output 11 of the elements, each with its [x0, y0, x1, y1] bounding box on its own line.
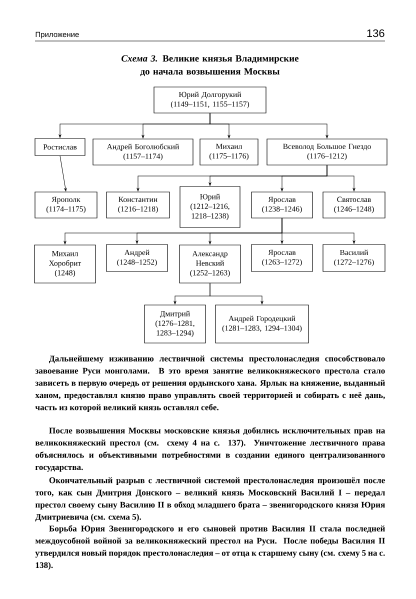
- paragraph: Дальнейшему изживанию лествичной системы престолонаследия способствовало завоевание Руси монголами. В это время занятие великокняжеского престола стало зависеть в первую очередь от решения ордынского хана. Ярлык на княжение, выданный ханом, предоставлял князю право управлять своей территорией и собирать с неё дань, часть из которой великий князь оставлял себе.: [35, 355, 385, 412]
- arrow: [210, 113, 328, 138]
- paragraph: Окончательный разрыв с лествичной системой престолонаследия произошёл после того, как сын Дмитрия Донского – великий князь Московский Василий I – передал престол своему сыну Василию II в обход младшего брата – звенигородского князя Юрия Дмитриевича (см. схема 5).: [35, 477, 385, 522]
- arrow: [326, 165, 356, 192]
- arrow: [60, 156, 67, 192]
- page-number: 136: [367, 29, 384, 38]
- arrow: [282, 218, 356, 244]
- arrow: [210, 283, 264, 304]
- paragraph: Борьба Юрия Звенигородского и его сыновей против Василия II стала последней междоусобной войной за великокняжеский престол на Руси. После победы Василия II утвердился новый порядок престолонаследия – от отца к старшему сыну (см. схему 5 на с. 138).: [35, 525, 385, 570]
- paragraph: После возвышения Москвы московские князья добились исключительных прав на великокняжеский престол (см. схему 4 на с. 137). Уничтожение лествичного права объяснялось и объективными потребностями в создании единого централизованного государства.: [35, 427, 386, 472]
- title: Схема 3. Великие князья Владимирские до начала возвышения Москвы: [122, 55, 299, 76]
